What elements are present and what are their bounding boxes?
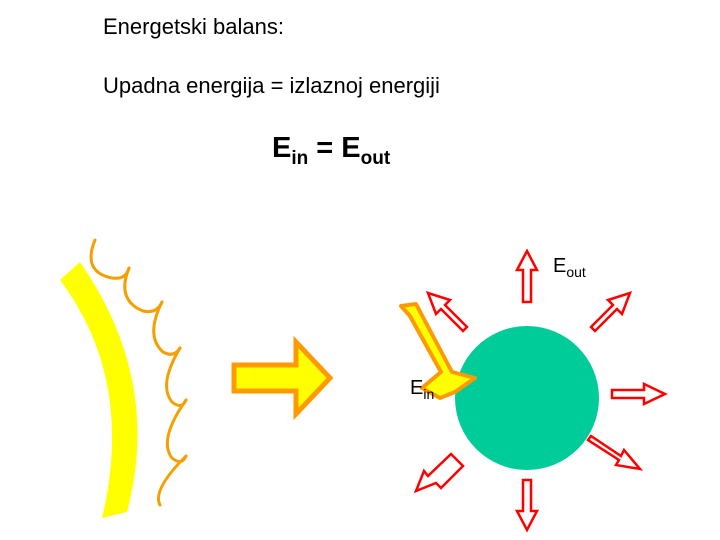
sun-ray-arc [165,346,188,407]
formula-equals: = [316,132,334,164]
sun-band [60,262,138,518]
sun-ray-arc [157,454,188,507]
outgoing-arrow-down [514,478,540,533]
balance-formula: Ein = Eout [272,132,391,169]
sun-ray-arc [89,238,131,280]
formula-rhs-subscript: out [360,148,391,169]
outgoing-arrow-upright [589,291,633,333]
label-out-letter: E [553,255,567,277]
label-e-in: Ein [410,378,434,401]
formula-lhs-letter: E [272,132,292,164]
outgoing-arrow-right [610,382,668,406]
formula-rhs-letter: E [341,132,361,164]
incoming-ray-arrow [399,302,477,400]
incoming-energy-arrow [231,335,334,421]
sun-rays [89,238,188,507]
sun-ray-arc [152,300,182,356]
label-in-subscript: in [423,386,435,402]
label-e-out: Eout [553,256,586,279]
outgoing-arrows [413,248,668,533]
outgoing-arrow-upleft [425,291,469,333]
heading: Energetski balans: [103,14,284,39]
energy-balance-statement: Upadna energija = izlaznoj energiji [103,73,440,98]
outgoing-arrow-downleft [413,452,465,494]
formula-lhs-subscript: in [291,148,309,169]
outgoing-arrow-downright [586,434,644,471]
planet [455,326,599,470]
outgoing-arrow-up [514,248,540,304]
label-in-letter: E [410,377,424,399]
sun-ray-arc [123,266,164,314]
label-out-subscript: out [566,264,586,280]
sun-ray-arc [165,398,188,463]
